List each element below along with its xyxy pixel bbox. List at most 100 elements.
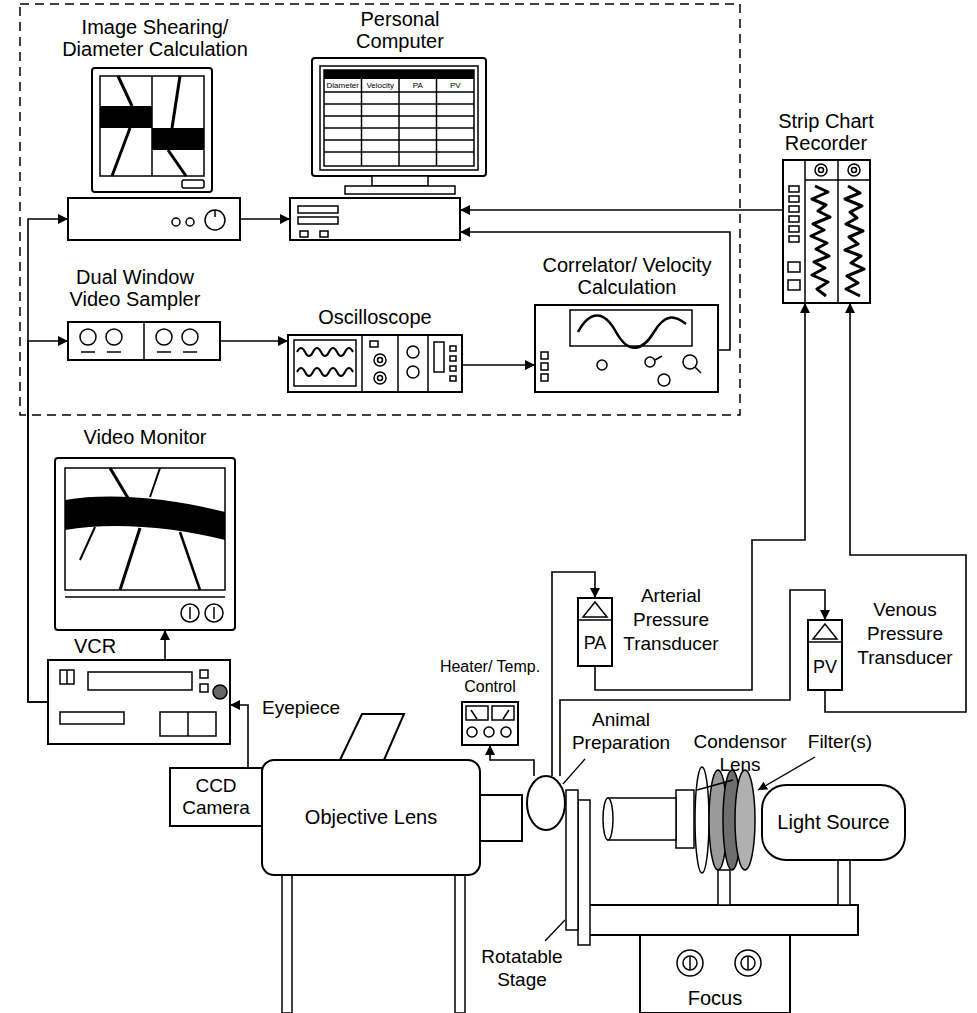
vcr-drawing (160, 712, 216, 736)
oscilloscope-drawing (450, 346, 456, 351)
vcr-drawing (187, 712, 189, 736)
connector-arrow (595, 303, 805, 690)
microscope-drawing (170, 714, 522, 1013)
stage-and-light-path-drawing (566, 790, 578, 930)
stage-and-light-path-drawing (588, 905, 858, 935)
strip-chart-drawing (788, 262, 800, 272)
computer-drawing (436, 79, 438, 166)
table-header: Velocity (362, 81, 400, 91)
heater-drawing (501, 727, 511, 737)
stage-and-light-path-drawing (683, 956, 697, 970)
correlator-drawing (578, 316, 686, 348)
oscilloscope-drawing (450, 356, 456, 361)
oscilloscope-drawing (427, 335, 429, 392)
oscilloscope-drawing (374, 354, 386, 366)
table-header: PV (437, 81, 475, 91)
vcr-drawing (60, 670, 74, 684)
image-shearing-monitor (68, 198, 240, 240)
image-shearing-monitor (214, 210, 216, 217)
video-sampler-drawing (80, 329, 96, 345)
video-monitor-drawing (80, 527, 95, 560)
stage-and-light-path-drawing (741, 956, 755, 970)
oscilloscope-drawing (378, 358, 383, 363)
pressure-transducer-drawing (583, 602, 607, 617)
strip-chart-drawing (789, 236, 799, 242)
video-sampler-drawing (106, 329, 122, 345)
vcr-drawing (66, 670, 68, 684)
strip-chart-drawing (819, 168, 824, 173)
computer-drawing (398, 79, 400, 166)
video-monitor-drawing (65, 468, 225, 590)
oscilloscope-drawing (294, 340, 356, 386)
oscilloscope-drawing (370, 341, 378, 347)
oscilloscope-drawing (361, 335, 363, 392)
heater-control: Heater/ Temp. Control (462, 702, 518, 745)
oscilloscope-drawing (288, 335, 462, 392)
stage-and-light-path-drawing (677, 950, 703, 976)
correlator: Correlator/ Velocity Calculation (535, 305, 718, 392)
ccd-camera: CCD Camera (170, 768, 262, 826)
computer-drawing (320, 66, 478, 170)
correlator-drawing (658, 374, 670, 386)
correlator-drawing (570, 310, 692, 346)
strip-chart-drawing (805, 179, 870, 181)
microscope-drawing (170, 768, 262, 826)
table-header: Diameter (324, 81, 362, 91)
correlator-drawing (683, 355, 697, 369)
video-sampler-drawing (183, 351, 197, 353)
stage-and-light-path-drawing (747, 957, 749, 969)
device-label: Heater/ Temp. Control (435, 657, 545, 697)
heater-drawing (503, 710, 509, 719)
personal-computer: Personal Computer (290, 198, 460, 240)
video-monitor-drawing (213, 607, 215, 619)
connector-arrow (230, 705, 248, 768)
stage-and-light-path-drawing (608, 798, 676, 840)
computer-drawing (320, 231, 328, 237)
signal-name: PA (578, 632, 612, 654)
computer-drawing (298, 217, 338, 224)
video-monitor-drawing (65, 496, 225, 540)
microscope-drawing (480, 795, 522, 841)
computer-drawing (312, 58, 486, 176)
heater-drawing (462, 702, 518, 745)
video-monitor-drawing (181, 604, 199, 622)
strip-chart-drawing (815, 164, 827, 176)
animal-preparation: Animal Preparation (527, 776, 565, 832)
heater-drawing (466, 706, 488, 720)
heater-drawing (467, 727, 477, 737)
light-source: Light Source (762, 785, 905, 860)
image-shearing-monitor (205, 210, 225, 230)
correlator-drawing (535, 305, 718, 392)
part-label: Filter(s) (800, 730, 880, 753)
computer-drawing (345, 186, 455, 194)
connector-arrow (240, 218, 290, 220)
device-label: VCR (60, 635, 130, 657)
video-monitor-drawing (120, 528, 140, 590)
pressure-transducer-drawing (813, 624, 837, 639)
video-sampler-drawing (182, 329, 198, 345)
computer-drawing (361, 79, 363, 166)
stage-and-light-path-drawing (527, 776, 565, 830)
image-shearing-monitor (68, 68, 240, 240)
strip-chart-drawing (789, 196, 799, 202)
microscope-drawing (262, 760, 480, 875)
strip-chart-drawing (789, 186, 799, 192)
video-monitor-drawing (110, 468, 128, 498)
video-sampler-drawing (143, 322, 145, 360)
device-label: Arterial Pressure Transducer (616, 584, 726, 656)
heater-drawing (462, 702, 518, 745)
connector-arrow (28, 341, 68, 702)
oscilloscope-drawing (374, 372, 386, 384)
stage-and-light-path-drawing (676, 790, 694, 848)
video-sampler-drawing (68, 322, 220, 360)
strip-chart-drawing (788, 280, 800, 290)
pressure-transducer-drawing (578, 619, 612, 621)
strip-chart-drawing (811, 186, 830, 296)
connector-group (28, 210, 966, 776)
connector-arrow (490, 745, 534, 776)
computer-drawing (324, 70, 474, 79)
box-text: Light Source (764, 811, 903, 834)
stage-and-light-path-drawing (735, 770, 755, 870)
